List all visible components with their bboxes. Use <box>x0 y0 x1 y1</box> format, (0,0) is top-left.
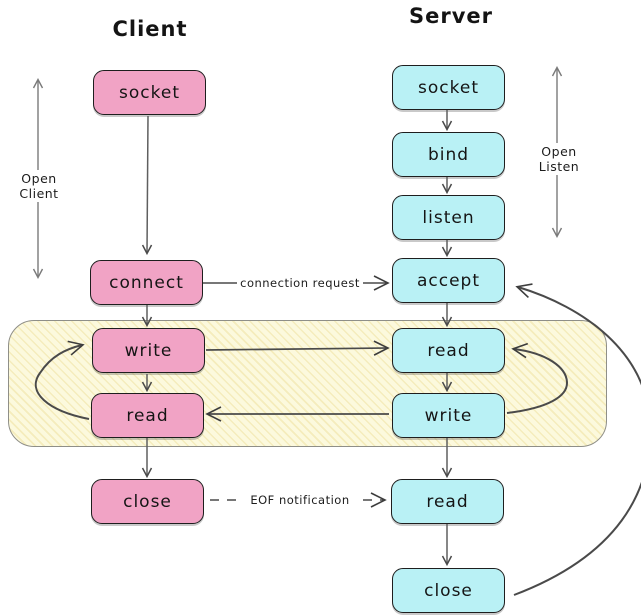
server-column-title: Server <box>408 4 493 28</box>
open-listen-label: Open Listen <box>518 143 600 175</box>
client-step-read: read <box>91 393 204 438</box>
client-step-write: write <box>92 328 205 373</box>
open-client-label: Open Client <box>0 170 78 202</box>
arrow-client-socket-to-connect <box>141 115 153 256</box>
server-step-read-1: read <box>392 328 505 373</box>
client-step-connect: connect <box>90 260 203 305</box>
server-step-write: write <box>392 393 505 438</box>
server-step-listen: listen <box>392 195 505 240</box>
server-step-close: close <box>392 568 505 613</box>
client-step-close: close <box>91 479 204 524</box>
server-step-socket: socket <box>392 65 505 110</box>
client-step-socket: socket <box>93 70 206 115</box>
connection-request-label: connection request <box>237 275 363 291</box>
client-column-title: Client <box>112 17 188 41</box>
server-step-read-2: read <box>391 479 504 524</box>
server-step-accept: accept <box>392 258 505 303</box>
eof-notification-label: EOF notification <box>240 492 360 508</box>
server-step-bind: bind <box>392 132 505 177</box>
